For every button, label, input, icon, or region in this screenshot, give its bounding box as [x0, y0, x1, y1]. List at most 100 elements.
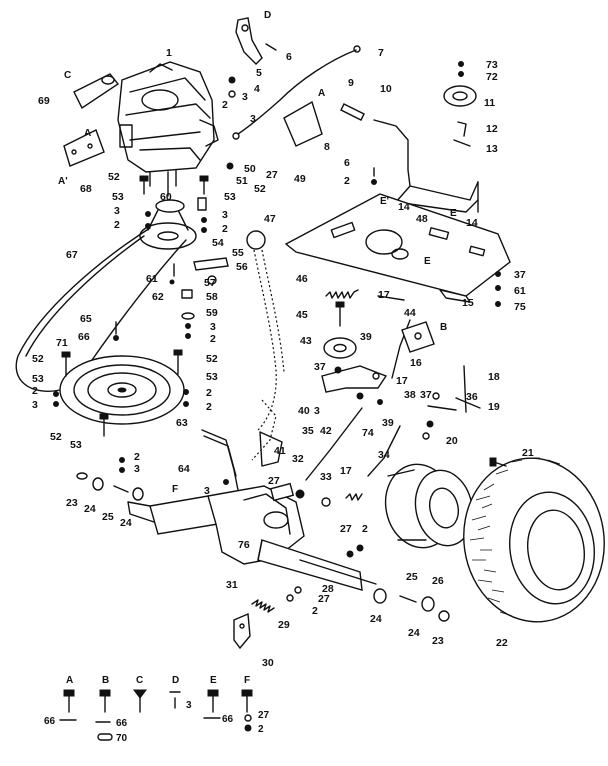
deck-plate [284, 193, 511, 303]
callouts: 1 2 3 4 5 6 7 8 9 10 11 12 13 14 14 15 1… [32, 47, 534, 669]
marker-e-right: E [450, 208, 457, 219]
legend-e-part: 66 [222, 714, 234, 725]
callout-3f: 3 [134, 463, 140, 475]
callout-23a: 23 [66, 497, 78, 509]
callout-75: 75 [514, 301, 526, 313]
shift-lever [373, 119, 479, 201]
callout-2a: 2 [114, 219, 120, 231]
legend-f-part-2: 2 [258, 724, 264, 735]
callout-56: 56 [236, 261, 248, 273]
marker-d: D [264, 10, 271, 21]
callout-60: 60 [160, 191, 172, 203]
callout-31: 31 [226, 579, 238, 591]
callout-24c: 24 [370, 613, 382, 625]
legend-d-part: 3 [186, 700, 192, 711]
marker-a-prime: A' [58, 176, 68, 187]
callout-59: 59 [206, 307, 218, 319]
mount-bracket [63, 129, 105, 167]
callout-26: 26 [432, 575, 444, 587]
legend-a-letter: A [66, 675, 73, 686]
callout-22: 22 [496, 637, 508, 649]
callout-53b: 53 [224, 191, 236, 203]
callout-45: 45 [296, 309, 308, 321]
belt-55 [253, 249, 277, 431]
callout-14a: 14 [398, 201, 410, 213]
callout-2h: 2 [206, 401, 212, 413]
callout-71: 71 [56, 337, 68, 349]
callout-27b: 27 [340, 523, 352, 535]
legend-b-part-1: 66 [116, 718, 128, 729]
legend-b-part-2: 70 [116, 733, 128, 744]
callout-3g: 3 [204, 485, 210, 497]
ball-47 [246, 230, 266, 250]
wheel-rim [384, 463, 474, 549]
callout-30: 30 [262, 657, 274, 669]
callout-12: 12 [486, 123, 498, 135]
callout-68: 68 [80, 183, 92, 195]
callout-44: 44 [404, 307, 416, 319]
pin [340, 103, 365, 121]
callout-2g: 2 [206, 387, 212, 399]
callout-40: 40 [298, 405, 310, 417]
callout-15: 15 [462, 297, 474, 309]
heat-shield [73, 73, 120, 110]
callout-27a: 27 [268, 475, 280, 487]
shift-arm [201, 429, 239, 491]
callout-2f: 2 [32, 385, 38, 397]
callout-2i: 2 [134, 451, 140, 463]
engine [117, 61, 219, 197]
callout-19: 19 [488, 401, 500, 413]
legend-f-part-1: 27 [258, 710, 270, 721]
tire [463, 457, 605, 623]
callout-13: 13 [486, 143, 498, 155]
callout-73: 73 [486, 59, 498, 71]
callout-20: 20 [446, 435, 458, 447]
callout-41: 41 [274, 445, 286, 457]
blade-pulley-disk [59, 355, 185, 425]
callout-72: 72 [486, 71, 498, 83]
legend-d-letter: D [172, 675, 179, 686]
pulley-43 [323, 337, 357, 359]
callout-2e: 2 [210, 333, 216, 345]
callout-53a: 53 [112, 191, 124, 203]
callout-53d: 53 [206, 371, 218, 383]
callout-34: 34 [378, 449, 390, 461]
callout-52c: 52 [32, 353, 44, 365]
callout-5: 5 [256, 67, 262, 79]
marker-a-top: A [318, 88, 325, 99]
engine-pulley [139, 199, 197, 250]
callout-14b: 14 [466, 217, 478, 229]
callout-10: 10 [380, 83, 392, 95]
transaxle [149, 482, 377, 591]
callout-3e: 3 [314, 405, 320, 417]
callout-53e: 53 [70, 439, 82, 451]
callout-32: 32 [292, 453, 304, 465]
legend-f-letter: F [244, 675, 250, 686]
callout-57: 57 [204, 277, 216, 289]
callout-2j: 2 [344, 175, 350, 187]
legend-b-letter: B [102, 675, 109, 686]
callout-28: 28 [322, 583, 334, 595]
callout-47: 47 [264, 213, 276, 225]
drive-belt-67 [15, 227, 151, 392]
spring-29 [251, 599, 275, 613]
callout-50: 50 [244, 163, 256, 175]
marker-e-prime: E' [380, 196, 389, 207]
callout-65: 65 [80, 313, 92, 325]
callout-37c: 37 [514, 269, 526, 281]
callout-52a: 52 [108, 171, 120, 183]
callout-1: 1 [166, 47, 172, 59]
callout-42: 42 [320, 425, 332, 437]
callout-58: 58 [206, 291, 218, 303]
callout-7: 7 [378, 47, 384, 59]
marker-c: C [64, 70, 71, 81]
callout-2: 2 [222, 99, 228, 111]
callout-27c: 27 [318, 593, 330, 605]
callout-3h: 3 [250, 113, 256, 125]
pulley-11 [443, 85, 477, 107]
control-rod [305, 407, 363, 481]
bracket-16 [401, 321, 435, 353]
callout-51: 51 [236, 175, 248, 187]
callout-18: 18 [488, 371, 500, 383]
